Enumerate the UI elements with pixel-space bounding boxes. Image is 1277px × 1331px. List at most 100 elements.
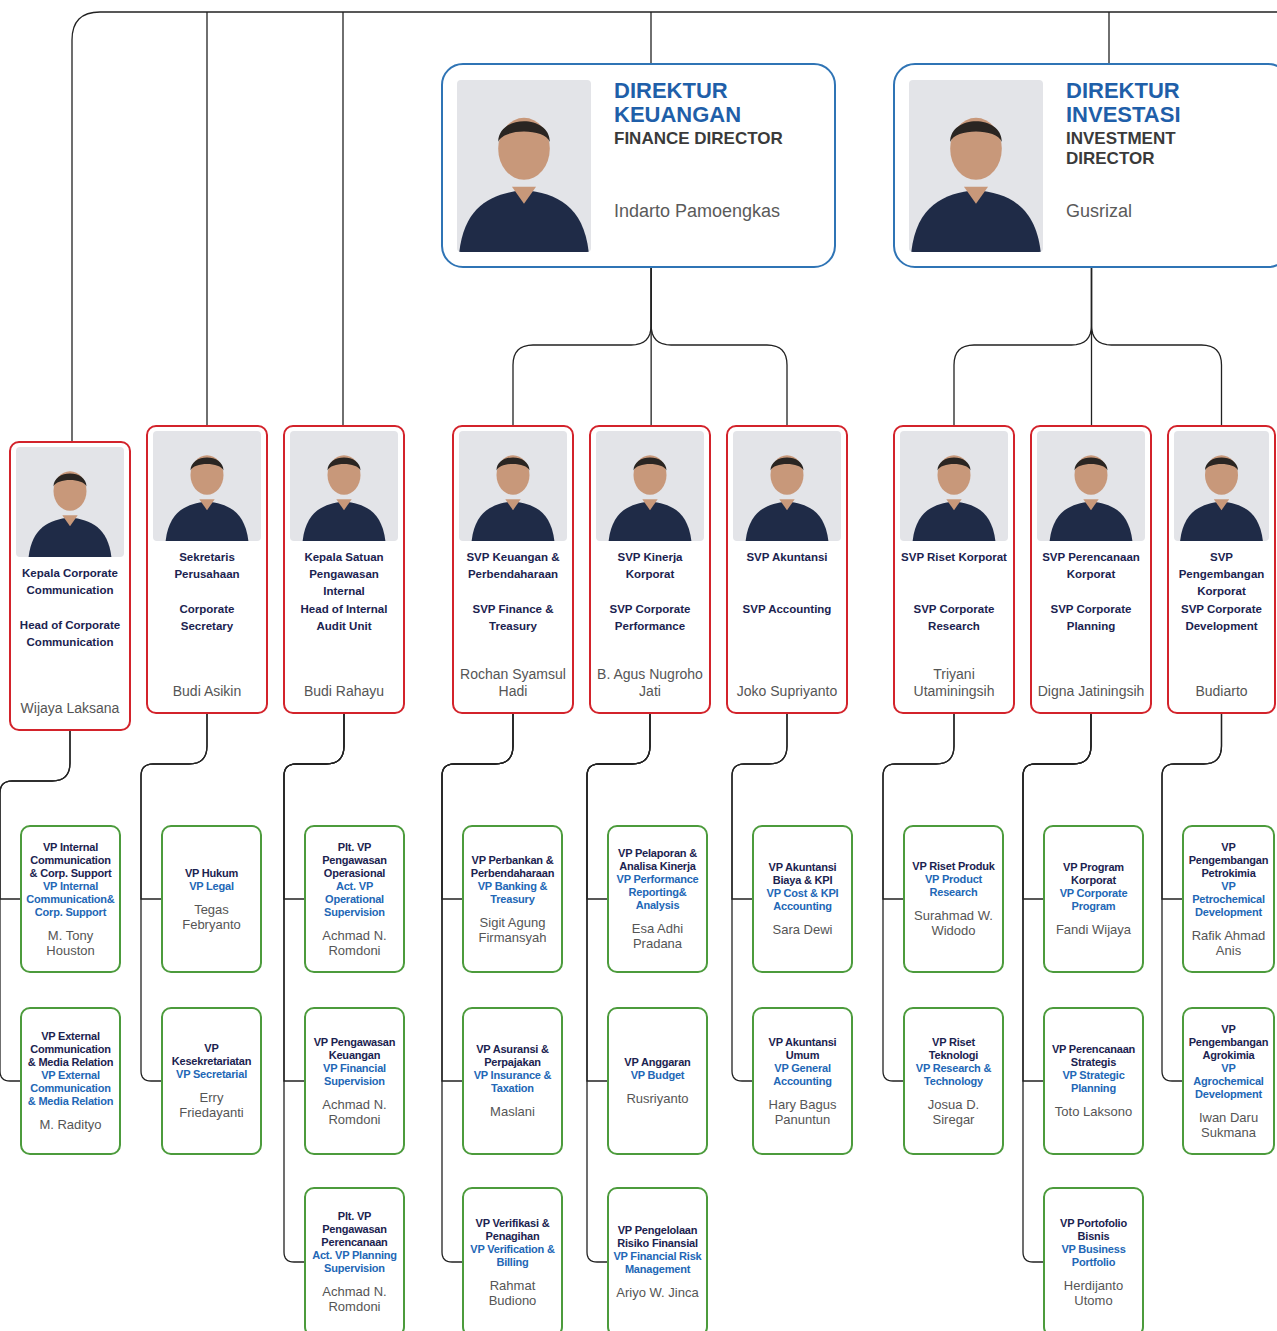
- unit-title: VP Perbankan & Perbendaharaan: [467, 854, 558, 880]
- unit-title-english: SVP Corporate Performance: [595, 601, 705, 635]
- trunk-line: [1108, 12, 1109, 63]
- person-name: Tegas Febryanto: [166, 902, 257, 932]
- svp-box: Kepala Satuan Pengawasan InternalHead of…: [283, 425, 405, 714]
- vp-box: VP HukumVP LegalTegas Febryanto: [161, 825, 262, 973]
- connector: [513, 268, 651, 425]
- unit-title-english: VP Research & Technology: [908, 1062, 999, 1088]
- vp-box: VP Pengembangan PetrokimiaVP Petrochemic…: [1182, 825, 1275, 973]
- person-name: Hary Bagus Panuntun: [757, 1097, 848, 1127]
- svp-box: Kepala Corporate CommunicationHead of Co…: [9, 441, 131, 731]
- svp-box: SVP AkuntansiSVP AccountingJoko Supriyan…: [726, 425, 848, 714]
- portrait-photo: [1037, 431, 1145, 541]
- unit-title: VP Portofolio Bisnis: [1048, 1217, 1139, 1243]
- person-name: Budi Rahayu: [289, 675, 399, 700]
- unit-title-english: Head of Corporate Communication: [15, 617, 125, 651]
- unit-title-english: VP Internal Communication& Corp. Support: [25, 880, 116, 919]
- vp-box: VP AnggaranVP BudgetRusriyanto: [607, 1007, 708, 1155]
- unit-title: Plt. VP Pengawasan Operasional: [309, 841, 400, 880]
- person-name: Herdijanto Utomo: [1048, 1278, 1139, 1308]
- unit-title-english: SVP Finance & Treasury: [458, 601, 568, 635]
- vp-box: VP Akuntansi Biaya & KPIVP Cost & KPI Ac…: [752, 825, 853, 973]
- portrait-photo: [596, 431, 704, 541]
- unit-title: VP Pengawasan Keuangan: [309, 1036, 400, 1062]
- unit-title-english: VP Petrochemical Development: [1187, 880, 1270, 919]
- vp-box: VP Program KorporatVP Corporate ProgramF…: [1043, 825, 1144, 973]
- person-name: Achmad N. Romdoni: [309, 928, 400, 958]
- vp-box: VP Perencanaan StrategisVP Strategic Pla…: [1043, 1007, 1144, 1155]
- unit-title: DIREKTUR INVESTASI: [1066, 79, 1216, 127]
- unit-title: DIREKTUR KEUANGAN: [614, 79, 814, 127]
- unit-title-english: SVP Corporate Planning: [1036, 601, 1146, 635]
- unit-title: Kepala Satuan Pengawasan Internal: [289, 549, 399, 601]
- unit-title: Sekretaris Perusahaan: [152, 549, 262, 601]
- unit-title-english: VP Insurance & Taxation: [467, 1069, 558, 1095]
- vp-box: VP Pengembangan AgrokimiaVP Agrochemical…: [1182, 1007, 1275, 1155]
- unit-title-english: VP Strategic Planning: [1048, 1069, 1139, 1095]
- person-name: Achmad N. Romdoni: [309, 1284, 400, 1314]
- vp-box: VP Perbankan & PerbendaharaanVP Banking …: [462, 825, 563, 973]
- unit-title: VP Internal Communication & Corp. Suppor…: [25, 841, 116, 880]
- person-name: Digna Jatiningsih: [1036, 675, 1146, 700]
- unit-title-english: VP Verification & Billing: [467, 1243, 558, 1269]
- person-name: Toto Laksono: [1048, 1104, 1139, 1119]
- vp-box: VP Portofolio BisnisVP Business Portfoli…: [1043, 1187, 1144, 1331]
- unit-title-english: VP Product Research: [908, 873, 999, 899]
- unit-title: VP Pengembangan Petrokimia: [1187, 841, 1270, 880]
- unit-title-english: VP Legal: [166, 880, 257, 893]
- connector: [442, 714, 513, 1262]
- unit-title: VP Riset Teknologi: [908, 1036, 999, 1062]
- unit-title: VP Hukum: [166, 867, 257, 880]
- connector: [587, 714, 650, 1262]
- unit-title-english: VP External Communication & Media Relati…: [25, 1069, 116, 1108]
- svp-box: SVP Kinerja KorporatSVP Corporate Perfor…: [589, 425, 711, 714]
- vp-box: VP Pengawasan KeuanganVP Financial Super…: [304, 1007, 405, 1155]
- person-name: Surahmad W. Widodo: [908, 908, 999, 938]
- portrait-photo: [1174, 431, 1269, 541]
- unit-title: Kepala Corporate Communication: [15, 565, 125, 617]
- text-column: DIREKTUR KEUANGANFINANCE DIRECTORIndarto…: [614, 79, 814, 223]
- unit-title-english: VP Secretarial: [166, 1068, 257, 1081]
- unit-title: VP External Communication & Media Relati…: [25, 1030, 116, 1069]
- portrait-photo: [153, 431, 261, 541]
- unit-title-english: FINANCE DIRECTOR: [614, 129, 814, 199]
- vp-box: VP Pelaporan & Analisa KinerjaVP Perform…: [607, 825, 708, 973]
- portrait-photo: [459, 431, 567, 541]
- unit-title-english: VP Agrochemical Development: [1187, 1062, 1270, 1101]
- svp-box: SVP Perencanaan KorporatSVP Corporate Pl…: [1030, 425, 1152, 714]
- person-name: M. Radityo: [25, 1117, 116, 1132]
- person-name: Rafik Ahmad Anis: [1187, 928, 1270, 958]
- unit-title: SVP Keuangan & Perbendaharaan: [458, 549, 568, 601]
- unit-title: VP Akuntansi Biaya & KPI: [757, 861, 848, 887]
- unit-title: SVP Akuntansi: [732, 549, 842, 601]
- unit-title: VP Pengembangan Agrokimia: [1187, 1023, 1270, 1062]
- portrait-photo: [457, 80, 591, 252]
- unit-title-english: Head of Internal Audit Unit: [289, 601, 399, 635]
- connector: [954, 268, 1092, 425]
- person-name: Rahmat Budiono: [467, 1278, 558, 1308]
- unit-title: VP Pelaporan & Analisa Kinerja: [612, 847, 703, 873]
- unit-title: VP Akuntansi Umum: [757, 1036, 848, 1062]
- unit-title: SVP Kinerja Korporat: [595, 549, 705, 601]
- person-name: Budi Asikin: [152, 675, 262, 700]
- unit-title: VP Asuransi & Perpajakan: [467, 1043, 558, 1069]
- vp-box: VP Asuransi & PerpajakanVP Insurance & T…: [462, 1007, 563, 1155]
- unit-title: VP Riset Produk: [908, 860, 999, 873]
- svp-box: SVP Keuangan & PerbendaharaanSVP Finance…: [452, 425, 574, 714]
- vp-box: VP KesekretariatanVP SecretarialErry Fri…: [161, 1007, 262, 1155]
- unit-title: VP Program Korporat: [1048, 861, 1139, 887]
- unit-title: VP Perencanaan Strategis: [1048, 1043, 1139, 1069]
- unit-title: VP Pengelolaan Risiko Finansial: [612, 1224, 703, 1250]
- person-name: Fandi Wijaya: [1048, 922, 1139, 937]
- person-name: Ariyo W. Jinca: [612, 1285, 703, 1300]
- text-column: DIREKTUR INVESTASIINVESTMENT DIRECTORGus…: [1066, 79, 1216, 223]
- person-name: Erry Friedayanti: [166, 1090, 257, 1120]
- person-name: B. Agus Nugroho Jati: [595, 658, 705, 700]
- person-name: Esa Adhi Pradana: [612, 921, 703, 951]
- vp-box: Plt. VP Pengawasan OperasionalAct. VP Op…: [304, 825, 405, 973]
- vp-box: Plt. VP Pengawasan PerencanaanAct. VP Pl…: [304, 1187, 405, 1331]
- person-name: Gusrizal: [1066, 199, 1216, 223]
- person-name: Rusriyanto: [612, 1091, 703, 1106]
- unit-title: SVP Perencanaan Korporat: [1036, 549, 1146, 601]
- unit-title: VP Kesekretariatan: [166, 1042, 257, 1068]
